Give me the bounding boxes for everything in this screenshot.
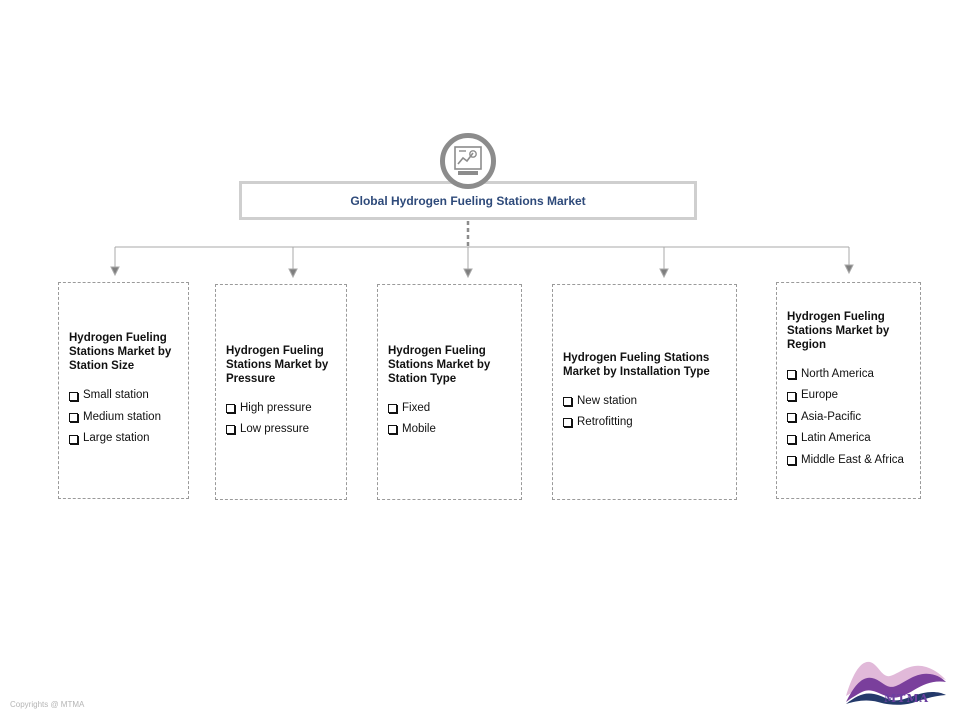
checkbox-bullet-icon — [69, 391, 78, 401]
checkbox-bullet-icon — [787, 434, 796, 444]
list-item: North America — [787, 364, 912, 386]
list-item: Low pressure — [226, 419, 338, 441]
category-list: New station Retrofitting — [563, 391, 728, 434]
list-item: Fixed — [388, 398, 513, 420]
checkbox-bullet-icon — [787, 456, 796, 465]
copyright-text: Copyrights @ MTMA — [10, 700, 85, 709]
mtma-logo: MTMA — [842, 656, 948, 708]
list-item: High pressure — [226, 398, 338, 420]
list-item: Small station — [69, 385, 180, 407]
logo-text: MTMA — [884, 692, 930, 705]
category-title: Hydrogen Fueling Stations Market by Pres… — [226, 344, 329, 385]
checkbox-bullet-icon — [787, 413, 796, 422]
category-box-pressure: Hydrogen Fueling Stations Market by Pres… — [215, 284, 347, 500]
category-list: Small station Medium station Large stati… — [69, 385, 180, 450]
list-item: Large station — [69, 428, 180, 450]
checkbox-bullet-icon — [69, 434, 78, 444]
category-title: Hydrogen Fueling Stations Market by Regi… — [787, 310, 890, 351]
checkbox-bullet-icon — [388, 403, 397, 413]
logo-wave-icon — [846, 661, 946, 705]
list-item: Asia-Pacific — [787, 407, 912, 429]
category-list: Fixed Mobile — [388, 398, 513, 441]
category-list: High pressure Low pressure — [226, 398, 338, 441]
checkbox-bullet-icon — [563, 418, 572, 428]
market-analysis-icon — [440, 133, 496, 189]
list-item: New station — [563, 391, 728, 413]
root-node: Global Hydrogen Fueling Stations Market — [239, 181, 697, 220]
category-box-installation-type: Hydrogen Fueling Stations Market by Inst… — [552, 284, 737, 500]
category-title: Hydrogen Fueling Stations Market by Inst… — [563, 351, 710, 378]
list-item: Retrofitting — [563, 412, 728, 434]
checkbox-bullet-icon — [563, 396, 572, 406]
list-item: Mobile — [388, 419, 513, 441]
category-box-station-type: Hydrogen Fueling Stations Market by Stat… — [377, 284, 522, 500]
checkbox-bullet-icon — [226, 403, 235, 413]
category-box-region: Hydrogen Fueling Stations Market by Regi… — [776, 282, 921, 499]
list-item: Medium station — [69, 407, 180, 429]
list-item: Europe — [787, 385, 912, 407]
checkbox-bullet-icon — [787, 370, 796, 379]
list-item: Latin America — [787, 428, 912, 450]
list-item: Middle East & Africa — [787, 450, 912, 472]
root-title: Global Hydrogen Fueling Stations Market — [350, 193, 586, 208]
checkbox-bullet-icon — [787, 391, 796, 401]
checkbox-bullet-icon — [388, 425, 397, 435]
category-list: North America Europe Asia-Pacific Latin … — [787, 364, 912, 472]
category-title: Hydrogen Fueling Stations Market by Stat… — [388, 344, 491, 385]
category-title: Hydrogen Fueling Stations Market by Stat… — [69, 332, 172, 373]
category-box-station-size: Hydrogen Fueling Stations Market by Stat… — [58, 282, 189, 499]
checkbox-bullet-icon — [69, 413, 78, 422]
checkbox-bullet-icon — [226, 425, 235, 435]
